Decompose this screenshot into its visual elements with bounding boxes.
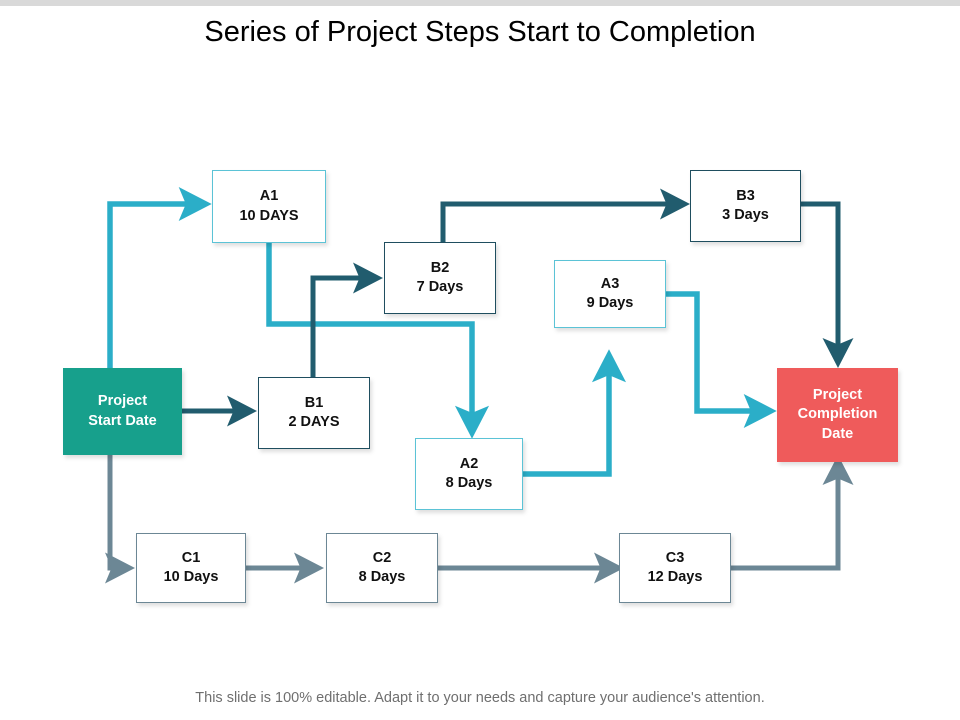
node-c3-label: C3: [665, 549, 685, 566]
node-c3-duration: 12 Days: [647, 569, 703, 585]
node-b1[interactable]: B1 2 DAYS: [258, 377, 370, 449]
node-a2-duration: 8 Days: [445, 475, 493, 491]
edge-b1-to-b2: [310, 262, 384, 377]
edge-a1-to-a2: [266, 243, 490, 439]
node-project-completion-date[interactable]: Project Completion Date: [777, 368, 898, 462]
node-b1-duration: 2 DAYS: [288, 414, 340, 430]
node-a1[interactable]: A1 10 DAYS: [212, 170, 326, 243]
edge-c3-to-completion: [731, 454, 854, 571]
node-a3-duration: 9 Days: [586, 295, 634, 311]
slide-footer-note: This slide is 100% editable. Adapt it to…: [195, 690, 765, 706]
node-a2[interactable]: A2 8 Days: [415, 438, 523, 510]
edge-b2-to-b3: [440, 188, 691, 243]
node-a3[interactable]: A3 9 Days: [554, 260, 666, 328]
slide-top-strip: [0, 0, 960, 6]
node-a2-label: A2: [459, 455, 479, 472]
node-c1-label: C1: [181, 549, 201, 566]
node-project-start-date[interactable]: Project Start Date: [63, 368, 182, 455]
node-c2[interactable]: C2 8 Days: [326, 533, 438, 603]
node-c1-duration: 10 Days: [163, 569, 219, 585]
node-c2-duration: 8 Days: [358, 569, 406, 585]
page-title: Series of Project Steps Start to Complet…: [204, 16, 756, 48]
node-start-line2: Start Date: [88, 412, 157, 429]
node-c2-label: C2: [372, 549, 392, 566]
node-a1-label: A1: [259, 188, 279, 205]
node-completion-line3: Date: [821, 425, 854, 442]
edge-b3-to-completion: [801, 201, 854, 369]
node-completion-line2: Completion: [797, 406, 878, 423]
node-start-line1: Project: [97, 393, 148, 410]
node-b3-duration: 3 Days: [722, 207, 769, 223]
node-completion-line1: Project: [812, 386, 863, 403]
node-c3[interactable]: C3 12 Days: [619, 533, 731, 603]
node-b1-label: B1: [304, 394, 324, 411]
edge-start-to-a1: [107, 186, 212, 368]
node-b2[interactable]: B2 7 Days: [384, 242, 496, 314]
node-b2-duration: 7 Days: [416, 279, 464, 295]
node-c1[interactable]: C1 10 Days: [136, 533, 246, 603]
edge-a3-to-completion: [666, 291, 777, 429]
node-a3-label: A3: [600, 275, 620, 292]
node-b2-label: B2: [430, 259, 450, 276]
edge-start-to-c1: [105, 455, 136, 584]
node-b3[interactable]: B3 3 Days: [690, 170, 801, 242]
node-b3-label: B3: [736, 187, 755, 204]
node-a1-duration: 10 DAYS: [239, 207, 299, 224]
edge-a2-to-a3: [523, 349, 627, 477]
